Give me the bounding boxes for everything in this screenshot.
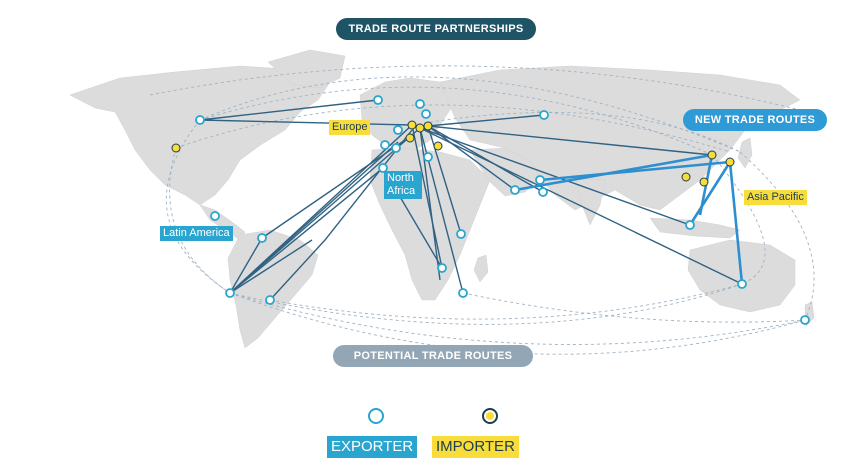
landmass-greenland	[267, 49, 346, 89]
legend-importer-label: IMPORTER	[432, 436, 519, 458]
potential-trade-routes-label: POTENTIAL TRADE ROUTES	[333, 345, 533, 367]
region-label-asia-pacific: Asia Pacific	[744, 190, 807, 205]
region-label-latin-america: Latin America	[160, 226, 233, 241]
landmass-japan	[737, 137, 753, 169]
importer-markers	[171, 120, 735, 187]
legend-exporter-label: EXPORTER	[327, 436, 418, 458]
landmass-india	[574, 177, 606, 226]
exporter-markers	[195, 95, 810, 325]
region-label-north-africa-text: North Africa	[387, 172, 416, 197]
importer-legend-icon	[482, 408, 498, 424]
landmass-asia	[439, 65, 801, 211]
new-trade-routes-label: NEW TRADE ROUTES	[683, 109, 827, 131]
region-label-europe: Europe	[329, 120, 371, 135]
landmass-south-america	[227, 229, 319, 349]
exporter-legend-icon	[368, 408, 384, 424]
region-label-north-africa: North Africa	[384, 171, 422, 199]
potential-trade-routes	[149, 65, 815, 355]
landmass-indonesia	[649, 217, 741, 239]
landmass-madagascar	[473, 254, 489, 283]
landmass-north-america	[69, 65, 331, 206]
title-trade-route-partnerships: TRADE ROUTE PARTNERSHIPS	[336, 18, 536, 40]
